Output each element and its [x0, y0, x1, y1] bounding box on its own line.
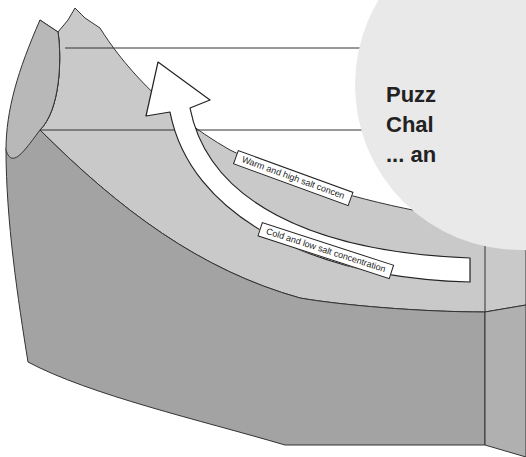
- title-text: Puzz Chal ... an: [386, 80, 448, 170]
- mountain-face: [6, 20, 60, 158]
- shelf-face: [485, 305, 526, 457]
- land-cross-section: [6, 20, 485, 445]
